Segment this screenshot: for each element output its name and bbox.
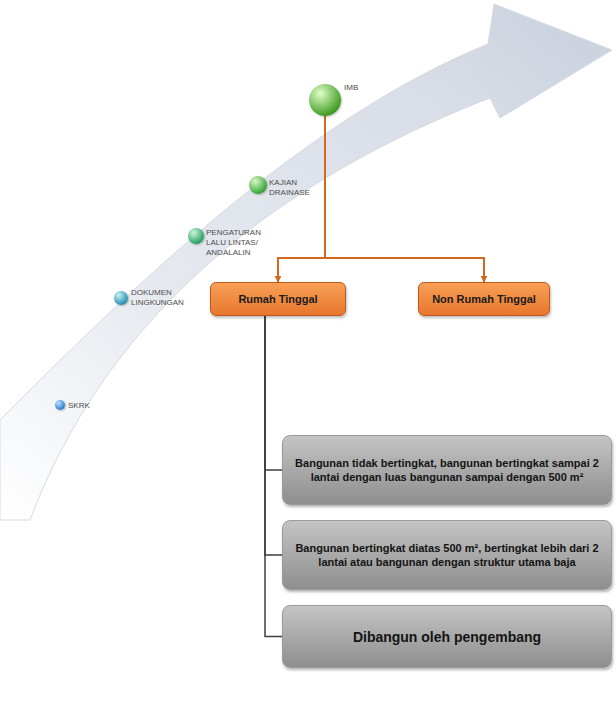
step-label: DOKUMEN LINGKUNGAN (131, 288, 193, 308)
step-label: IMB (344, 83, 374, 93)
step-label: PENGATURAN LALU LINTAS/ ANDALALIN (206, 228, 270, 258)
tree-line (265, 316, 282, 637)
box-label: Bangunan bertingkat diatas 500 m², berti… (295, 541, 599, 569)
step-marker: IMB (309, 84, 341, 116)
criteria-box: Dibangun oleh pengembang (282, 605, 612, 668)
box-label: Rumah Tinggal (238, 292, 317, 306)
branch-arrow (325, 116, 484, 282)
branch-arrow (278, 116, 325, 282)
step-label: KAJIAN DRAINASE (269, 178, 311, 198)
tree-line (265, 316, 282, 555)
criteria-box: Bangunan bertingkat diatas 500 m², berti… (282, 520, 612, 590)
box-label: Dibangun oleh pengembang (353, 628, 541, 646)
box-label: Non Rumah Tinggal (432, 292, 536, 306)
category-box: Non Rumah Tinggal (418, 282, 550, 316)
step-label: SKRK (68, 401, 108, 411)
step-marker: DOKUMEN LINGKUNGAN (114, 291, 128, 305)
sphere-icon (55, 400, 65, 410)
sphere-icon (188, 228, 204, 244)
sphere-icon (249, 176, 267, 194)
process-arrow (0, 4, 612, 520)
sphere-icon (309, 84, 341, 116)
criteria-box: Bangunan tidak bertingkat, bangunan bert… (282, 435, 612, 505)
sphere-icon (114, 291, 128, 305)
step-marker: KAJIAN DRAINASE (249, 176, 267, 194)
category-box: Rumah Tinggal (210, 282, 346, 316)
box-label: Bangunan tidak bertingkat, bangunan bert… (295, 456, 599, 484)
step-marker: PENGATURAN LALU LINTAS/ ANDALALIN (188, 228, 204, 244)
step-marker: SKRK (55, 400, 65, 410)
tree-line (265, 316, 282, 470)
